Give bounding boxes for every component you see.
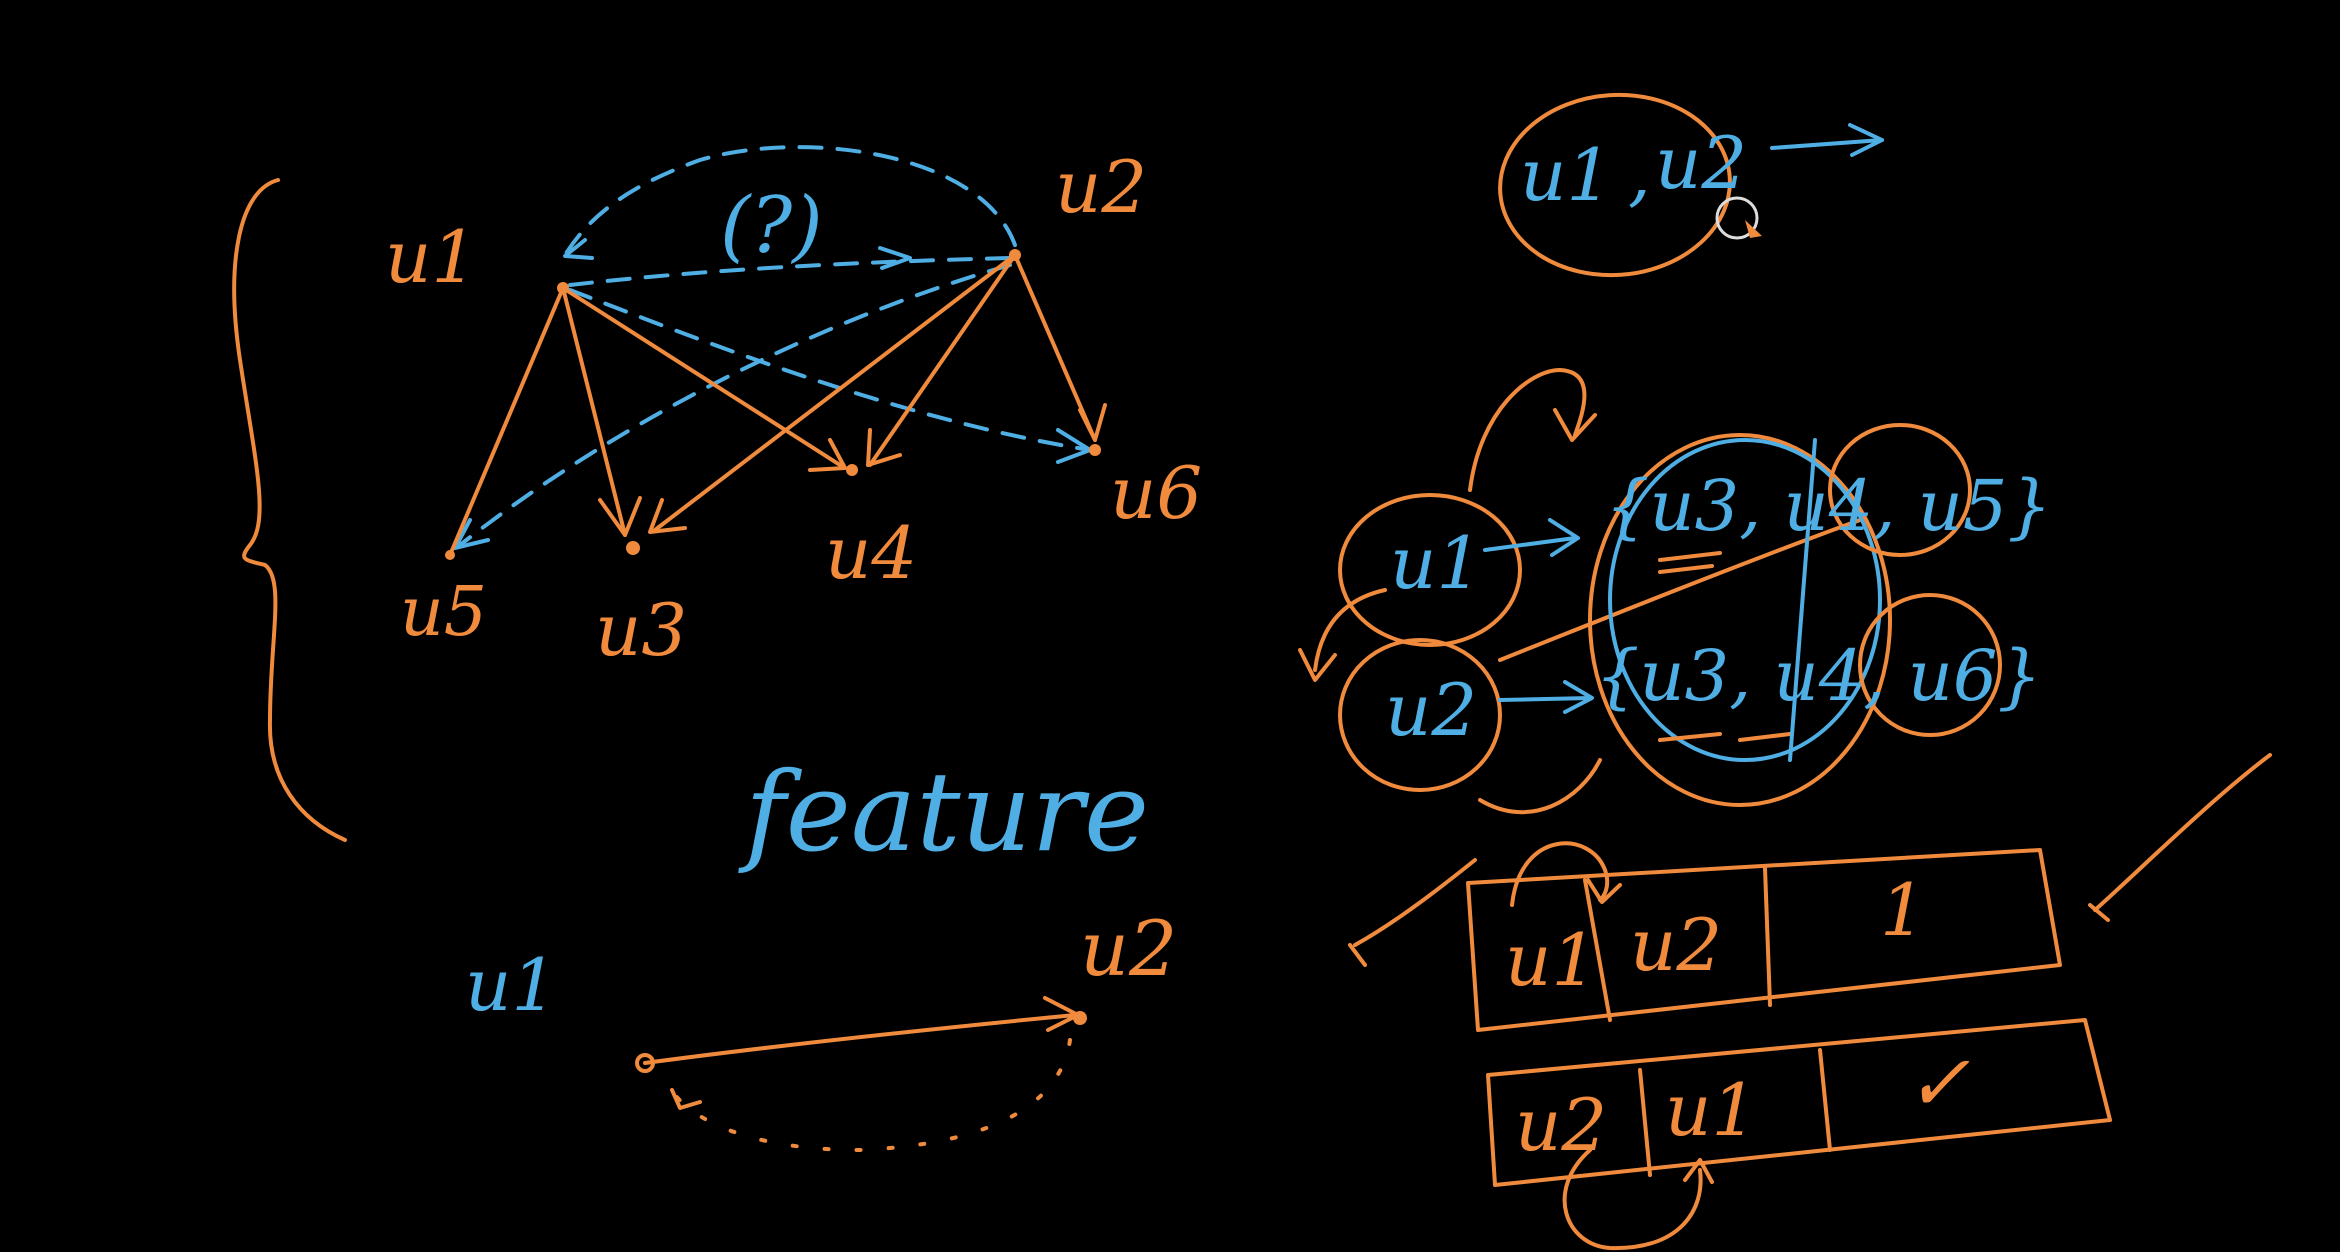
arrowhead-icon — [1078, 403, 1107, 442]
arrowhead-icon — [648, 498, 687, 534]
pair-left-label: u1 — [465, 943, 557, 1027]
table-r2-c3: ✓ — [1905, 1039, 1970, 1129]
node-u4-label: u4 — [825, 511, 917, 595]
check-left — [1353, 858, 1477, 947]
node-u3-dot — [626, 541, 640, 555]
node-u2-dot — [1009, 249, 1021, 261]
u2-to-u5-dashed — [458, 263, 1012, 547]
pair-ellipse: u1 , u2 — [1498, 92, 1884, 278]
table-r2-c2: u1 — [1665, 1068, 1757, 1152]
table-row-1-border — [1466, 848, 2062, 1032]
node-u4-dot — [846, 464, 858, 476]
arrowhead-icon — [598, 496, 642, 537]
u1-to-u6-dashed — [568, 288, 1092, 452]
pen-tip-icon — [1745, 220, 1762, 238]
pair-table: u1 u2 1 u2 u1 ✓ — [1348, 753, 2272, 1251]
table-row-2-border — [1486, 1018, 2112, 1187]
table-row-1-dividers — [1583, 866, 1772, 1022]
arrowhead-icon — [563, 238, 594, 260]
arrowhead-icon — [1683, 1158, 1714, 1184]
edge-u1-u3 — [561, 286, 627, 537]
pair-ellipse-arrow — [1770, 138, 1884, 150]
pair-right-label: u2 — [1080, 904, 1177, 993]
u2-to-u1-dashed-arc — [563, 145, 1017, 257]
u2-to-set-arrow — [1498, 696, 1592, 702]
arrowhead-icon — [878, 246, 912, 270]
set1-label: {u3, u4, u5} — [1605, 465, 2052, 547]
pair-ellipse-sep: , — [1628, 131, 1651, 215]
edge-u2-u3 — [653, 253, 1017, 532]
swap-loop-top — [1510, 841, 1610, 907]
node-u5-dot — [445, 550, 455, 560]
table-row-2-dividers — [1638, 1048, 1832, 1177]
check-left-tick — [1348, 943, 1367, 967]
swap-loop-bottom — [1562, 1148, 1703, 1251]
u1-to-u2-dashed-line — [568, 256, 1012, 287]
u5-circle — [1828, 423, 1972, 557]
node-u6-dot — [1089, 444, 1101, 456]
pair-dotted-return — [673, 1038, 1072, 1152]
arrowhead-icon — [1553, 408, 1597, 442]
check-right-tick — [2088, 903, 2110, 922]
pair-ellipse-a: u1 — [1520, 133, 1612, 217]
check-right — [2093, 753, 2272, 912]
common-set-inner-ring — [1608, 438, 1882, 762]
edge-u2-u4 — [868, 253, 1017, 467]
table-r1-c2: u2 — [1630, 903, 1722, 987]
loop-arrow-top — [1468, 368, 1587, 492]
node-u6-label: u6 — [1110, 451, 1202, 535]
set-diagram: u1 u2 {u3, u4, u5} {u3, u4, u6} — [1298, 368, 2052, 815]
arrowhead-icon — [670, 1088, 702, 1110]
common-set-ring — [1588, 433, 1892, 807]
arrowhead-icon — [1848, 123, 1884, 157]
u2-circle — [1338, 638, 1502, 792]
edge-u1-u4 — [561, 286, 842, 467]
pair-diagram: u1 u2 — [465, 904, 1177, 1152]
feature-label: feature — [738, 748, 1149, 876]
u2-loop — [1478, 758, 1602, 815]
pen-cursor-icon — [1715, 196, 1759, 240]
set2-label: {u3, u4, u6} — [1595, 635, 2042, 717]
arrowhead-icon — [1298, 648, 1337, 682]
arrowhead-icon — [808, 438, 847, 472]
blue-divider — [1788, 438, 1817, 762]
strike-mark — [1658, 732, 1792, 742]
pair-ellipse-outline — [1498, 92, 1732, 278]
table-r1-c1: u1 — [1505, 918, 1597, 1002]
u6-circle — [1858, 593, 2002, 737]
table-r1-c3: 1 — [1880, 868, 1926, 952]
node-u1-label: u1 — [385, 215, 477, 299]
user-graph: (?) u1 u2 u5 u3 u4 u6 — [232, 145, 1202, 842]
pair-right-dot — [1073, 1011, 1087, 1025]
edge-u1-u5 — [448, 286, 565, 557]
pair-ellipse-b: u2 — [1655, 121, 1747, 205]
arrowhead-icon — [1043, 996, 1080, 1032]
u1-to-set-arrow — [1483, 536, 1577, 552]
arrowhead-icon — [1548, 518, 1580, 557]
graph-question: (?) — [720, 181, 823, 271]
table-r2-c1: u2 — [1515, 1083, 1607, 1167]
set-u1-label: u1 — [1390, 521, 1482, 605]
node-u3-label: u3 — [595, 588, 687, 672]
pair-left-dot — [635, 1053, 655, 1073]
set-u2-label: u2 — [1385, 668, 1477, 752]
strike-mark — [1658, 551, 1722, 574]
u2-cross-link — [1498, 518, 1862, 662]
pair-forward-arrow — [643, 1013, 1077, 1065]
node-u1-dot — [557, 282, 569, 294]
left-brace — [232, 178, 347, 842]
arrowhead-icon — [866, 428, 902, 467]
node-u5-label: u5 — [400, 573, 487, 652]
arrowhead-icon — [1586, 878, 1622, 904]
loop-arrow-left — [1313, 588, 1387, 672]
u1-circle — [1338, 493, 1522, 647]
arrowhead-icon — [1563, 680, 1594, 714]
node-u2-label: u2 — [1055, 145, 1147, 229]
